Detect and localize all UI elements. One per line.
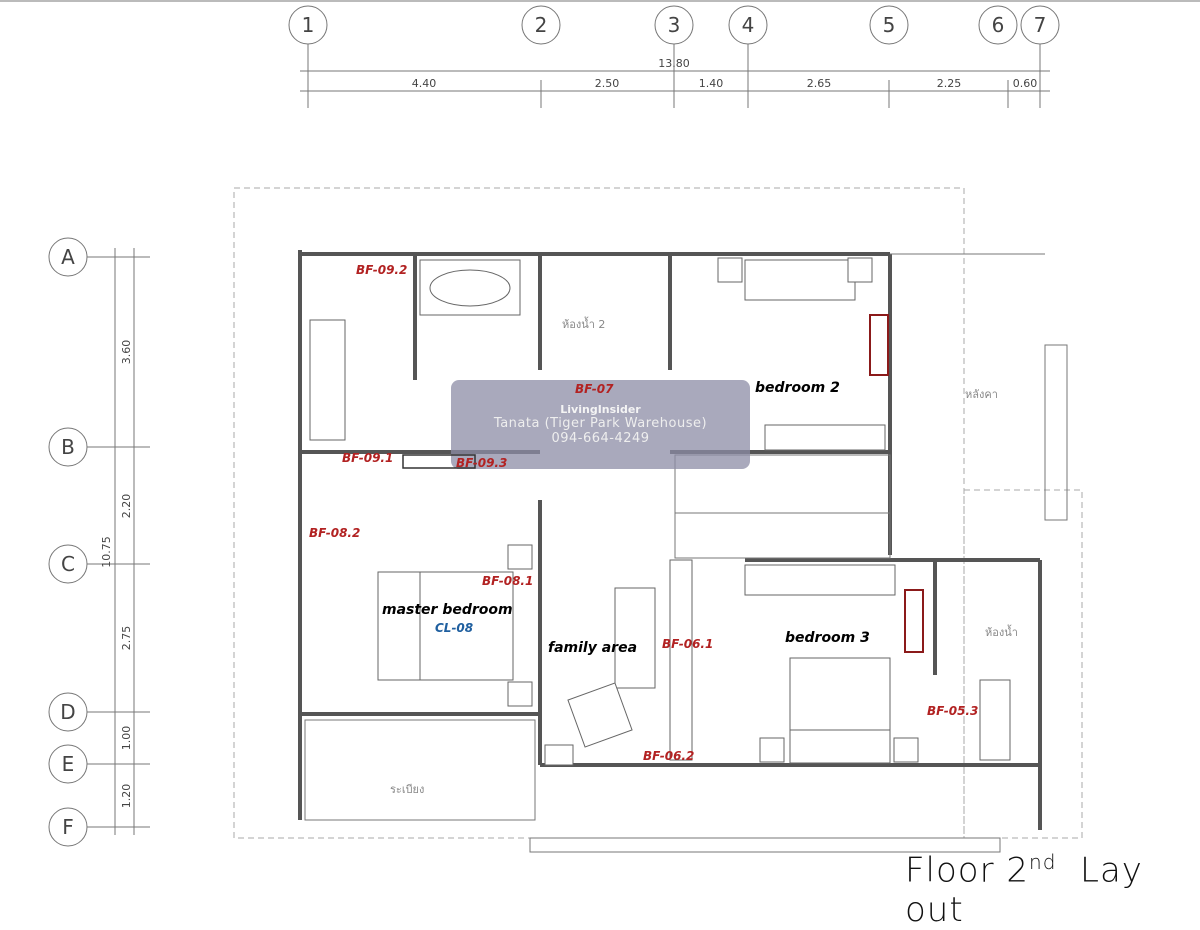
watermark-logo: LivingInsider [560, 403, 641, 416]
grid-label: 3 [668, 13, 681, 37]
room-label-family-area: family area [548, 640, 637, 656]
room-label-master-bedroom: master bedroom [382, 602, 513, 618]
grid-label: C [61, 552, 75, 576]
watermark-line-2: 094-664-4249 [551, 431, 650, 446]
room-label-bathroom-3: ห้องน้ำ [985, 624, 1018, 639]
tag-bf-05-3: BF-05.3 [927, 704, 978, 718]
grid-label: 6 [992, 13, 1005, 37]
room-label-bathroom-2: ห้องน้ำ 2 [562, 316, 605, 331]
tag-cl-08: CL-08 [435, 621, 473, 635]
dimension-label: 2.50 [595, 77, 620, 90]
dimension-total-height: 10.75 [100, 536, 113, 568]
dimension-label: 0.60 [1013, 77, 1038, 90]
grid-label: 7 [1034, 13, 1047, 37]
furniture [309, 257, 1011, 766]
grid-label: A [61, 245, 75, 269]
tag-bf-06-2: BF-06.2 [643, 749, 694, 763]
dimension-label: 1.20 [120, 784, 133, 809]
room-label-bedroom-3: bedroom 3 [785, 630, 870, 646]
dimension-label: 2.20 [120, 494, 133, 519]
tag-bf-08-2: BF-08.2 [309, 526, 360, 540]
grid-label: D [60, 700, 75, 724]
title-main: Floor 2 [905, 850, 1030, 891]
grid-label: F [62, 815, 74, 839]
watermark: LivingInsider Tanata (Tiger Park Warehou… [451, 380, 750, 469]
tag-bf-06-1: BF-06.1 [662, 637, 713, 651]
dimension-label: 2.65 [807, 77, 832, 90]
grid-label: 1 [302, 13, 315, 37]
dimension-label: 4.40 [412, 77, 437, 90]
column-grid: 1 2 3 4 5 6 7 13.80 4.40 2.50 1.40 2.65 … [288, 5, 1060, 108]
grid-bubble-6 [978, 5, 1018, 45]
grid-label: B [61, 435, 75, 459]
watermark-line-1: Tanata (Tiger Park Warehouse) [493, 416, 708, 431]
room-label-balcony: ระเบียง [390, 783, 424, 796]
floor-plan: 1 2 3 4 5 6 7 13.80 4.40 2.50 1.40 2.65 … [0, 0, 1200, 853]
grid-bubble-2 [521, 5, 561, 45]
dimension-label: 2.75 [120, 626, 133, 651]
grid-label: E [62, 752, 75, 776]
title-sup: nd [1029, 850, 1057, 874]
grid-bubble-5 [869, 5, 909, 45]
drawing-title: Floor 2nd Lay out [905, 850, 1200, 930]
dimension-label: 3.60 [120, 340, 133, 365]
bed-bedroom-2 [744, 259, 856, 301]
sofa [614, 587, 656, 689]
grid-label: 4 [742, 13, 755, 37]
dimension-label: 1.00 [120, 726, 133, 751]
row-grid: A B C D E F 10.75 3.60 2.20 2.75 1.00 1.… [48, 237, 150, 847]
grid-label: 5 [883, 13, 896, 37]
room-label-roof: หลังคา [965, 388, 998, 401]
tag-bf-09-2: BF-09.2 [356, 263, 407, 277]
tag-bf-08-1: BF-08.1 [482, 574, 533, 588]
dimension-label: 1.40 [699, 77, 724, 90]
tag-bf-09-1: BF-09.1 [342, 451, 393, 465]
room-label-bedroom-2: bedroom 2 [755, 380, 840, 396]
grid-label: 2 [535, 13, 548, 37]
dimension-label: 2.25 [937, 77, 962, 90]
dimension-total-width: 13.80 [658, 57, 690, 70]
